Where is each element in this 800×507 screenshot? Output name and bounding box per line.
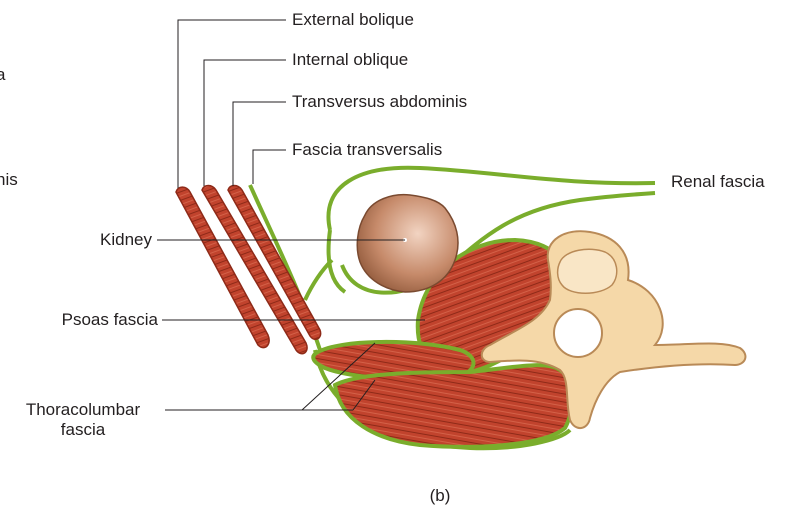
label-thoracolumbar-fascia: Thoracolumbar fascia (8, 400, 158, 440)
vertebral-body-inner (558, 249, 617, 293)
leader-fascia-transversalis (253, 150, 286, 184)
leader-transversus-abdominis (233, 102, 286, 186)
leader-internal-oblique (204, 60, 286, 186)
label-thoracolumbar-line1: Thoracolumbar (8, 400, 158, 420)
fascia-transversalis-joint (305, 260, 332, 300)
label-cropped-a: a (0, 65, 5, 85)
vertebral-foramen (554, 309, 602, 357)
label-renal-fascia: Renal fascia (671, 172, 765, 192)
label-psoas-fascia: Psoas fascia (62, 310, 158, 330)
label-thoracolumbar-line2: fascia (8, 420, 158, 440)
kidney-organ (357, 195, 458, 292)
erector-spinae-muscle (335, 365, 572, 447)
label-fascia-transversalis: Fascia transversalis (292, 140, 442, 160)
label-cropped-nis: nis (0, 170, 18, 190)
label-external-oblique: External bolique (292, 10, 414, 30)
label-internal-oblique: Internal oblique (292, 50, 408, 70)
label-transversus-abdominis: Transversus abdominis (292, 92, 467, 112)
leader-external-oblique (178, 20, 286, 188)
label-kidney: Kidney (100, 230, 152, 250)
panel-label: (b) (415, 486, 465, 506)
